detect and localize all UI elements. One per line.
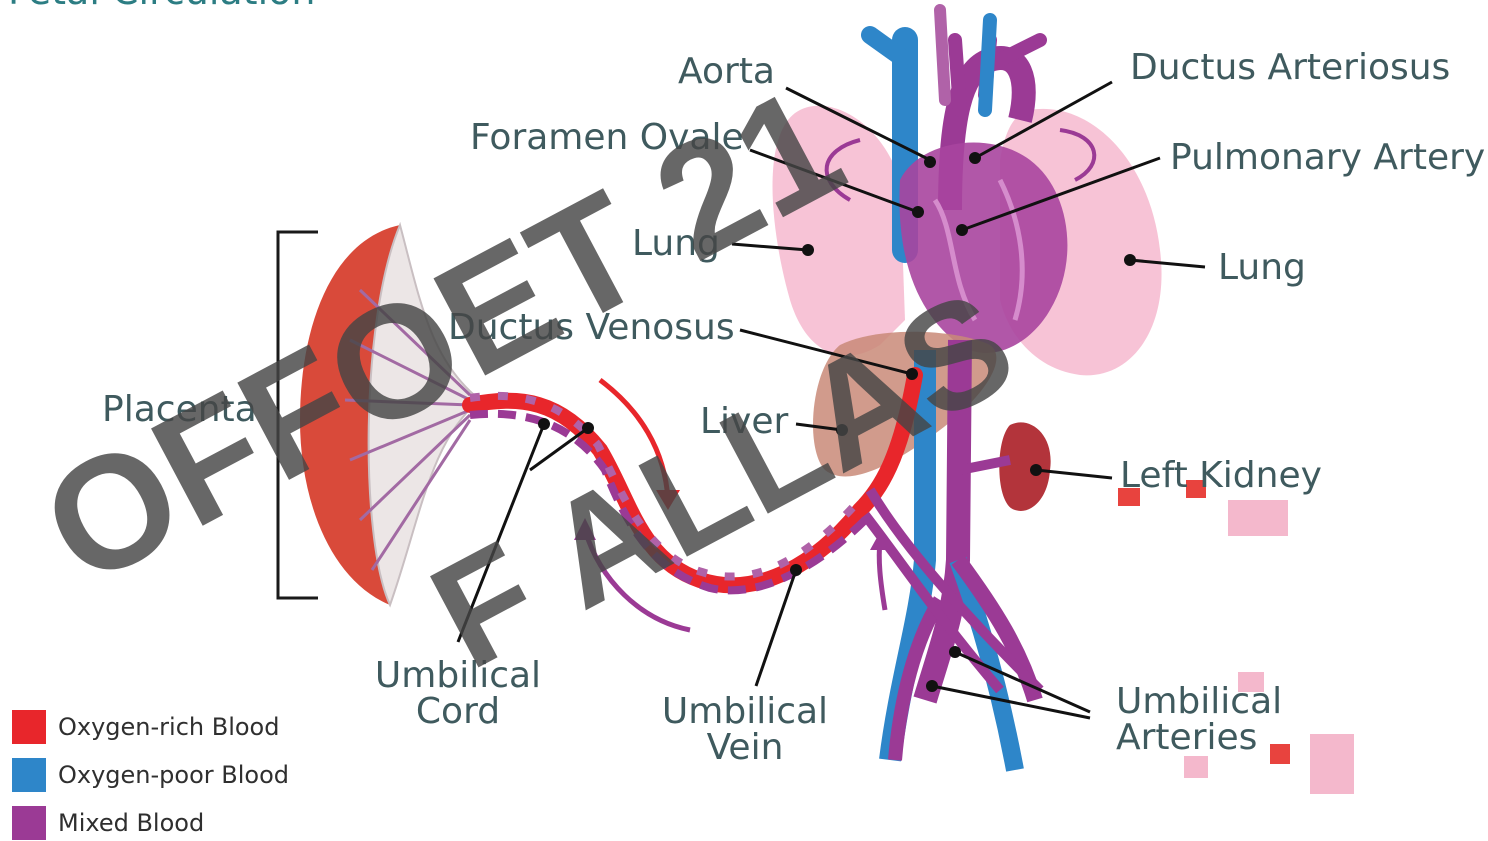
dot-umbilical-vein [790, 564, 802, 576]
label-ductus-arteriosus: Ductus Arteriosus [1130, 50, 1450, 86]
left-kidney [999, 422, 1050, 511]
legend-swatch-oxygen-rich [12, 710, 46, 744]
dot-lung-left [802, 244, 814, 256]
dot-ductus-arteriosus [969, 152, 981, 164]
dot-aorta [924, 156, 936, 168]
dot-umbilical-artery-a [949, 646, 961, 658]
legend-item: Oxygen-rich Blood [12, 709, 279, 745]
dot-pulmonary-artery [956, 224, 968, 236]
upper-blue-branch [985, 20, 990, 110]
flow-arrow-purple-pelvis [879, 540, 885, 610]
dot-umbilical-cord-a [538, 418, 550, 430]
label-lung-right: Lung [1218, 250, 1306, 286]
page-title: Fetal Circulation [8, 0, 315, 10]
legend-label: Oxygen-poor Blood [58, 761, 289, 789]
dot-left-kidney [1030, 464, 1042, 476]
label-umbilical-vein: Umbilical Vein [650, 694, 840, 766]
label-pulmonary-artery: Pulmonary Artery [1170, 140, 1485, 176]
dot-lung-right [1124, 254, 1136, 266]
label-umbilical-arteries: Umbilical Arteries [1116, 684, 1286, 756]
legend-item: Oxygen-poor Blood [12, 757, 289, 793]
legend-item: Mixed Blood [12, 805, 204, 841]
legend-swatch-oxygen-poor [12, 758, 46, 792]
upper-purple-branch [940, 10, 945, 100]
legend-label: Oxygen-rich Blood [58, 713, 279, 741]
label-left-kidney: Left Kidney [1120, 458, 1322, 494]
dot-umbilical-cord-b [582, 422, 594, 434]
legend-label: Mixed Blood [58, 809, 204, 837]
dot-foramen-ovale [912, 206, 924, 218]
dot-umbilical-artery-b [926, 680, 938, 692]
legend-swatch-mixed [12, 806, 46, 840]
